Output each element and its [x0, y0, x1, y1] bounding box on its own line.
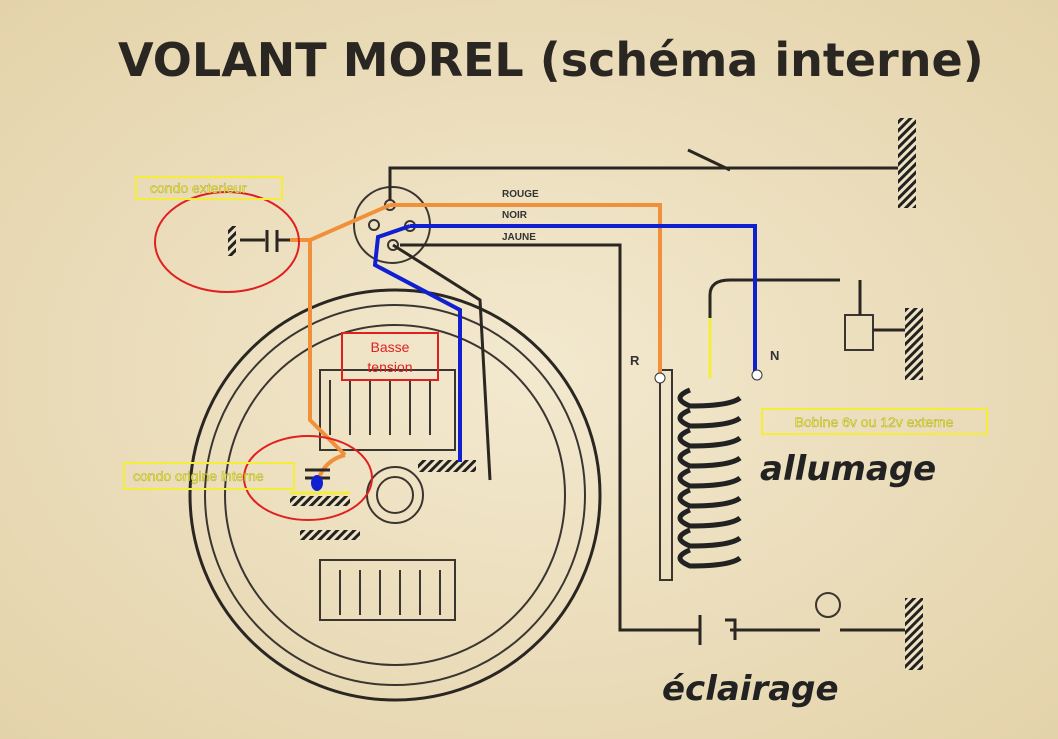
black-wire-lighting: [400, 243, 820, 632]
label-eclairage: éclairage: [662, 669, 839, 709]
annotation-box-bobine: [761, 408, 988, 435]
annotation-bobine: Bobine 6v ou 12v externe: [795, 414, 954, 430]
lamp-icon: [815, 592, 841, 618]
annotation-condo-origine: condo origine interne: [133, 468, 264, 484]
annotation-condo-exterieur: condo exterieur: [150, 180, 247, 196]
switch-icon: [687, 148, 731, 172]
annotation-basse: Basse: [371, 339, 410, 355]
label-allumage: allumage: [760, 449, 936, 489]
annotation-tension: tension: [367, 359, 412, 375]
black-wire-switch: [388, 166, 880, 200]
highlight-circle-exterieur: [154, 191, 300, 293]
annotation-box-interne: [123, 462, 295, 490]
wire-label-r: R: [630, 353, 640, 368]
capacitor-icon: [240, 230, 290, 252]
ground-symbol: [905, 598, 923, 670]
wire-label-n: N: [770, 348, 779, 363]
ground-symbol: [905, 308, 923, 380]
blue-wire-internal: [372, 224, 462, 462]
hv-lead: [708, 278, 840, 330]
annotation-box-basse-tension: [341, 332, 439, 381]
wire-label-rouge: ROUGE: [502, 189, 539, 200]
ignition-coil: [659, 369, 742, 581]
highlight-circle-interne: [243, 435, 373, 521]
flywheel: [188, 288, 602, 702]
page-title: VOLANT MOREL (schéma interne): [118, 33, 984, 87]
annotation-box-exterieur: [135, 176, 283, 200]
wire-label-noir: NOIR: [502, 210, 528, 221]
ground-symbol: [898, 118, 916, 208]
orange-wire-rouge: [390, 203, 662, 378]
capacitor-icon: [698, 615, 737, 645]
blue-wire-noir: [410, 224, 757, 378]
ground-symbol: [418, 460, 476, 472]
wire-label-jaune: JAUNE: [502, 232, 536, 243]
